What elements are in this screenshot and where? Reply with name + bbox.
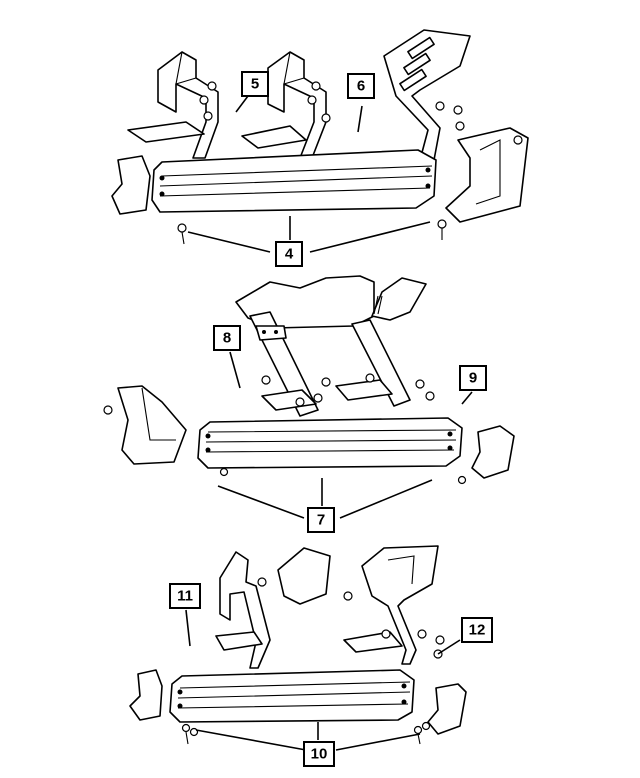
callout-4: 4	[275, 241, 303, 267]
running-board-middle	[197, 417, 463, 469]
callout-7-label: 7	[317, 512, 325, 529]
end-cap-right-top	[445, 127, 529, 223]
running-board-top	[151, 149, 437, 213]
assembly-bottom	[129, 545, 467, 751]
callout-5: 5	[241, 71, 269, 97]
bracket-middle-bottom	[277, 547, 331, 605]
callout-10-label: 10	[311, 746, 328, 763]
bracket-left-bottom	[215, 551, 271, 669]
callout-9: 9	[459, 365, 487, 391]
end-cap-right-bottom	[427, 683, 467, 735]
assembly-middle	[103, 275, 515, 519]
callout-12: 12	[461, 617, 493, 643]
callout-5-label: 5	[251, 76, 259, 93]
assembly-top	[111, 29, 529, 253]
callout-9-label: 9	[469, 370, 477, 387]
callout-6-label: 6	[357, 78, 365, 95]
callout-10: 10	[303, 741, 335, 767]
bracket-middle-top	[241, 51, 327, 159]
bolts-top	[177, 81, 523, 245]
bracket-left-top	[127, 51, 219, 159]
pad-right-middle	[335, 379, 393, 401]
bracket-right-top	[383, 29, 471, 161]
callout-12-label: 12	[469, 622, 486, 639]
bracket-right-bottom	[343, 545, 439, 665]
callout-11-label: 11	[177, 588, 193, 605]
bolts-middle	[103, 295, 467, 485]
callout-7: 7	[307, 507, 335, 533]
end-cap-right-middle	[471, 425, 515, 479]
end-cap-left-bottom	[129, 669, 163, 721]
running-board-bottom	[169, 669, 415, 723]
callout-11: 11	[169, 583, 201, 609]
callout-8: 8	[213, 325, 241, 351]
end-cap-left-top	[111, 155, 151, 215]
bolts-bottom	[181, 577, 445, 745]
callout-8-label: 8	[223, 330, 231, 347]
frame-middle	[235, 275, 427, 417]
end-cap-left-middle	[117, 385, 187, 465]
callout-6: 6	[347, 73, 375, 99]
callout-4-label: 4	[285, 246, 294, 263]
